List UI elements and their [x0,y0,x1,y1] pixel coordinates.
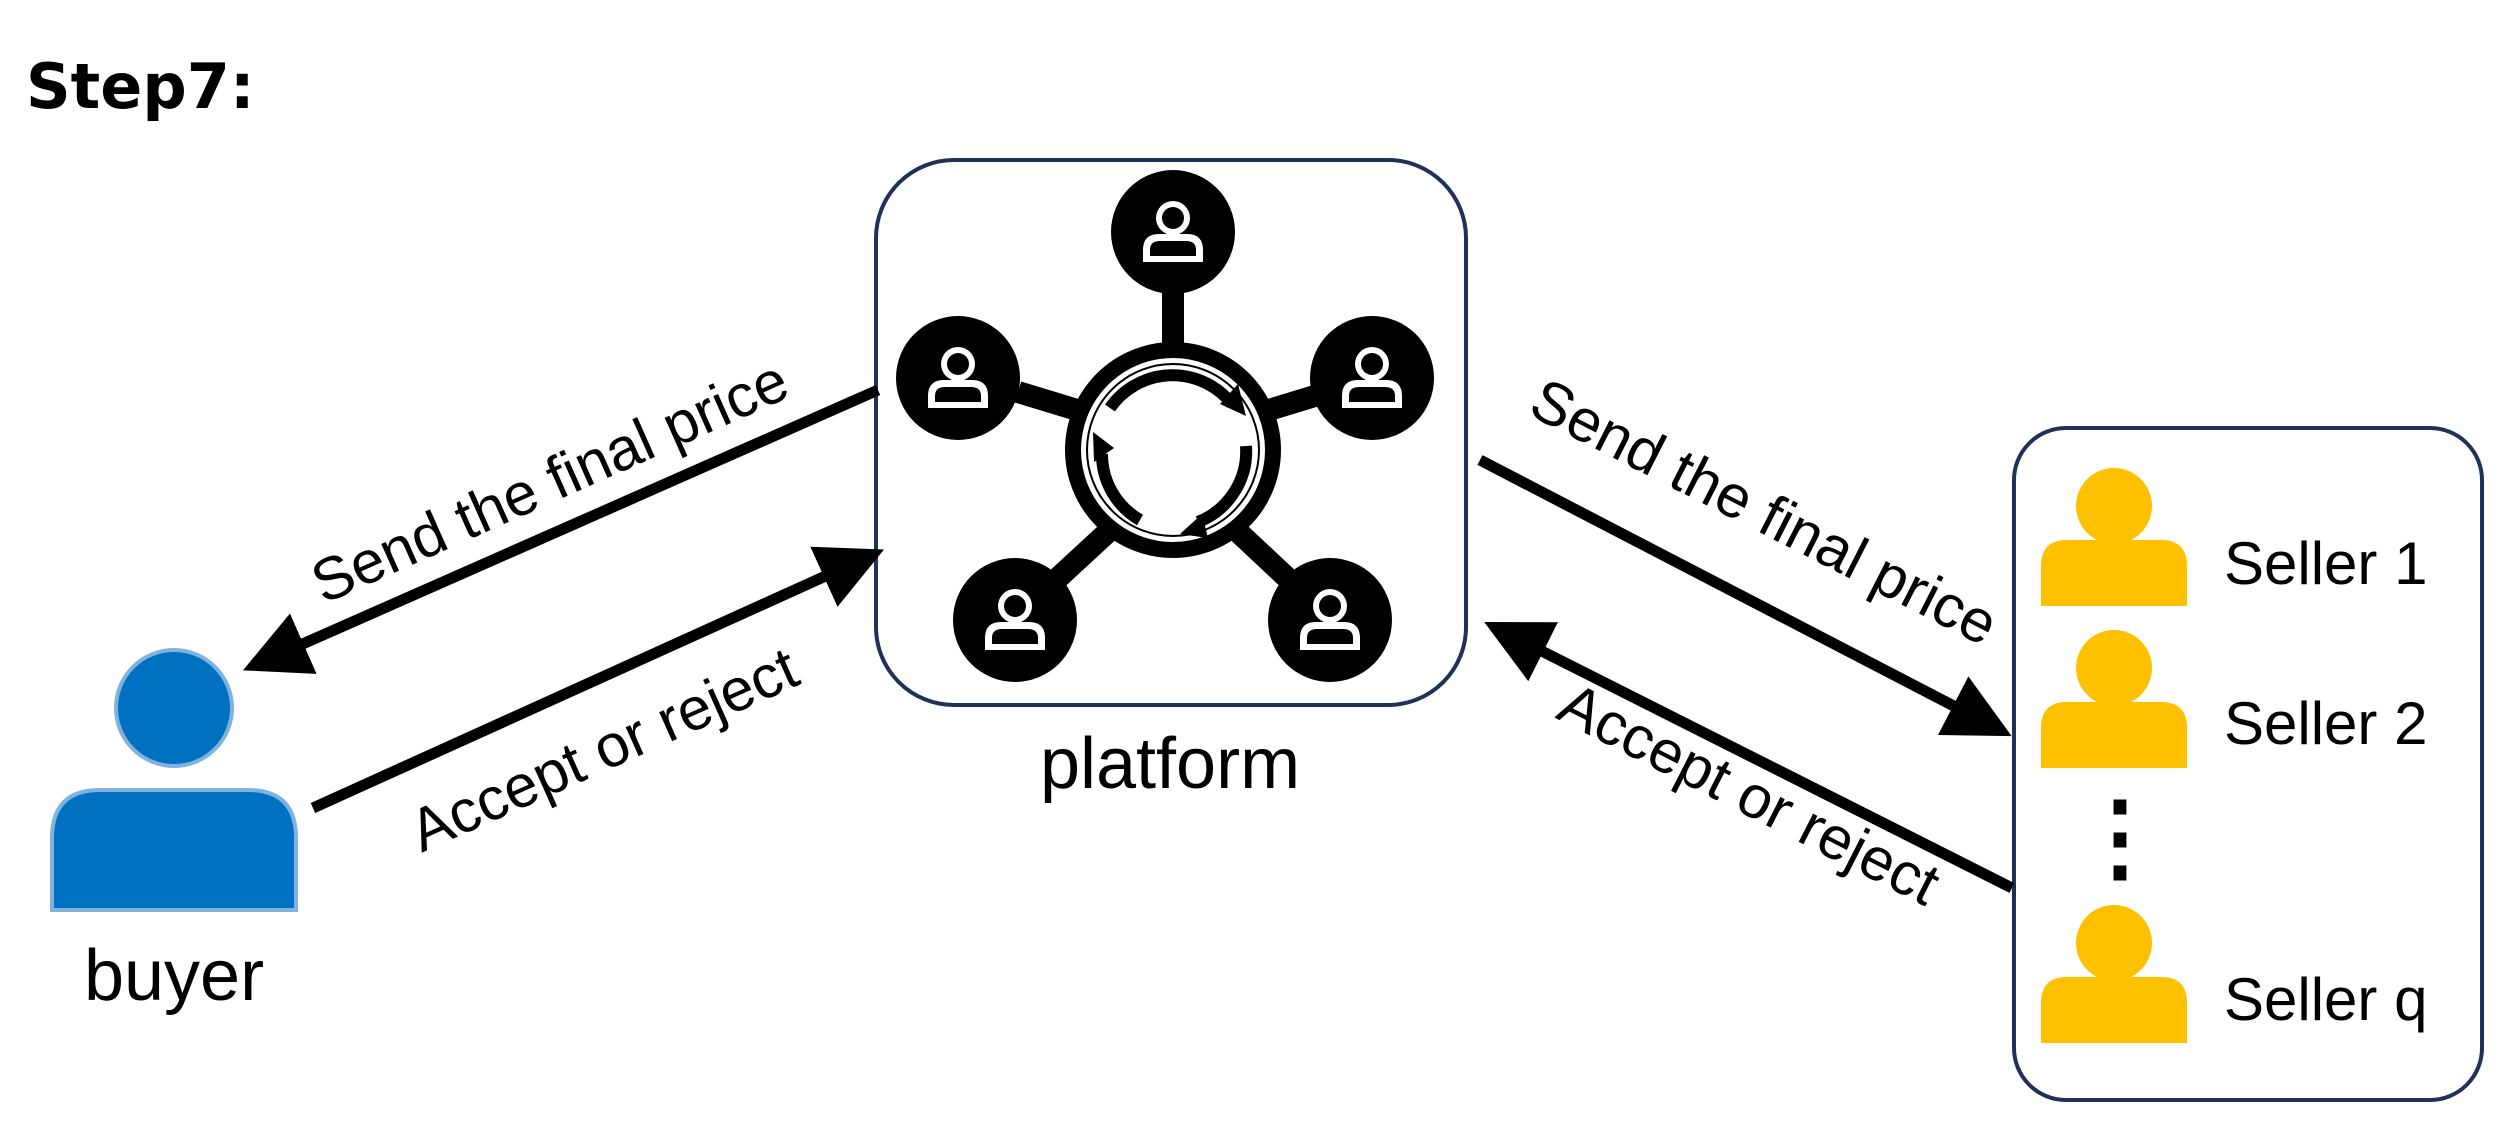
platform-label: platform [1040,724,1300,804]
platform-node-top [1111,170,1235,294]
label-accept-reject-buyer: Accept or reject [400,634,808,865]
buyer-label: buyer [84,936,264,1016]
arrow-response-from-buyer [310,546,885,814]
refresh-cycle-icon [1065,342,1281,558]
arrow-price-to-sellers [1477,455,2012,737]
label-send-final-price-sellers: Send the final price [1520,365,2008,658]
sellers-ellipsis: ⋮ [2072,784,2168,891]
seller-q-label: Seller q [2224,966,2427,1033]
step-title: Step7: [26,50,255,123]
arrow-price-to-buyer [242,384,881,674]
platform-node-right [1310,316,1434,440]
label-accept-reject-sellers: Accept or reject [1548,669,1950,918]
label-send-final-price-buyer: Send the final price [301,346,798,616]
seller-1-label: Seller 1 [2224,530,2427,597]
platform-node-bottom-left [953,558,1077,682]
seller-2-label: Seller 2 [2224,690,2427,757]
platform-node-bottom-right [1268,558,1392,682]
platform-node-left [896,316,1020,440]
buyer-icon [50,648,298,912]
arrow-response-from-sellers [1484,622,2015,893]
